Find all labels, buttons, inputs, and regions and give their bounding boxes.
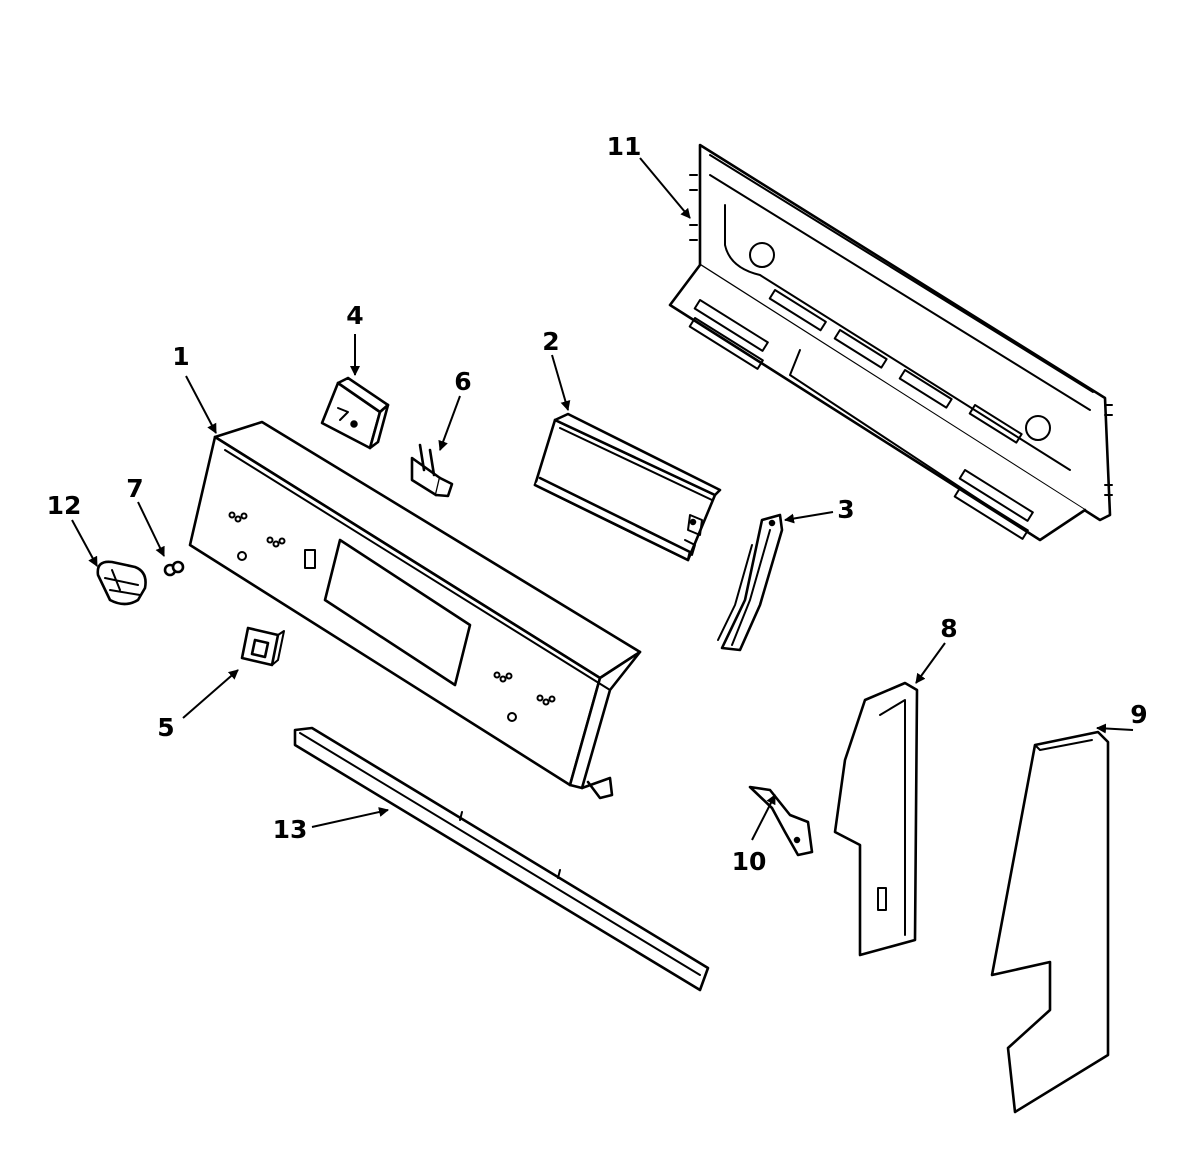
callout-8: 8 <box>940 614 957 643</box>
part-8-side-trim <box>833 681 919 957</box>
callout-labels: 1 2 3 4 5 6 7 8 9 10 11 12 13 <box>47 132 1148 876</box>
callout-5: 5 <box>157 713 174 742</box>
part-10-bracket <box>748 785 814 857</box>
leader-lines <box>71 157 1134 841</box>
callout-6: 6 <box>454 367 471 396</box>
callout-3: 3 <box>837 495 854 524</box>
part-13-trim-strip <box>293 726 710 992</box>
part-4-switch-block <box>320 376 390 450</box>
callout-4: 4 <box>346 301 363 330</box>
callout-10: 10 <box>732 847 767 876</box>
callout-1: 1 <box>172 342 189 371</box>
callout-7: 7 <box>126 474 143 503</box>
part-11-rear-panel <box>668 143 1113 542</box>
callout-2: 2 <box>542 327 559 356</box>
part-12-knob <box>96 560 147 606</box>
part-2-control-board <box>533 412 722 562</box>
callout-9: 9 <box>1130 700 1147 729</box>
part-3-harness-bracket <box>717 513 784 652</box>
callout-13: 13 <box>273 815 308 844</box>
part-5-rocker-switch <box>240 626 285 667</box>
callout-11: 11 <box>607 132 642 161</box>
part-9-side-trim <box>990 730 1110 1114</box>
part-1-control-panel <box>188 420 642 800</box>
callout-12: 12 <box>47 491 82 520</box>
part-6-bracket-clip <box>410 443 454 498</box>
part-7-push-button <box>163 560 185 577</box>
